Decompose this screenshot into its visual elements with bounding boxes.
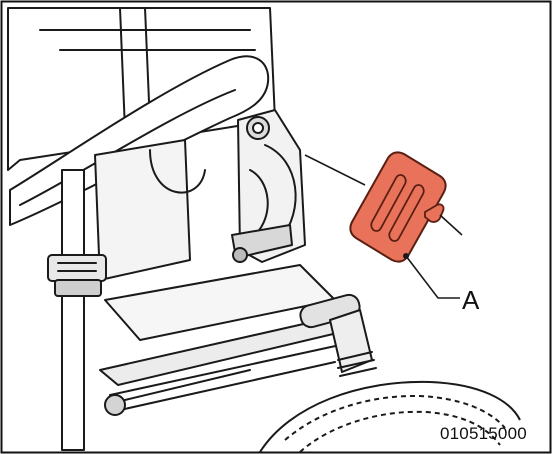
axle-rod: [124, 369, 251, 401]
axle-knob: [104, 394, 126, 416]
tire-tread-row-2: [299, 410, 501, 453]
tire: [259, 380, 521, 453]
rail-lines: [109, 344, 341, 411]
hinge-bolt-center: [252, 122, 264, 134]
callout-leader: [405, 255, 460, 299]
clamp-ridges: [57, 262, 97, 272]
shock-spring: [337, 351, 377, 377]
tire-outline: [259, 380, 521, 453]
upright-tube: [61, 169, 85, 451]
armrest-curve: [149, 149, 206, 194]
tire-tread-row-1: [284, 394, 506, 441]
callout-label-a: A: [462, 285, 480, 315]
armrest-side-block: [94, 139, 191, 281]
armrest-pad-edge: [19, 89, 236, 206]
part-a-plate: [349, 151, 447, 263]
figure-number: 010515000: [440, 424, 527, 443]
lock-knob: [232, 247, 248, 263]
peg-line: [439, 214, 463, 236]
hinge-inner-curve: [249, 169, 269, 236]
tube-clamp-lower: [54, 279, 102, 297]
tube-clamp: [47, 254, 107, 282]
leader-line-part: [304, 154, 366, 186]
